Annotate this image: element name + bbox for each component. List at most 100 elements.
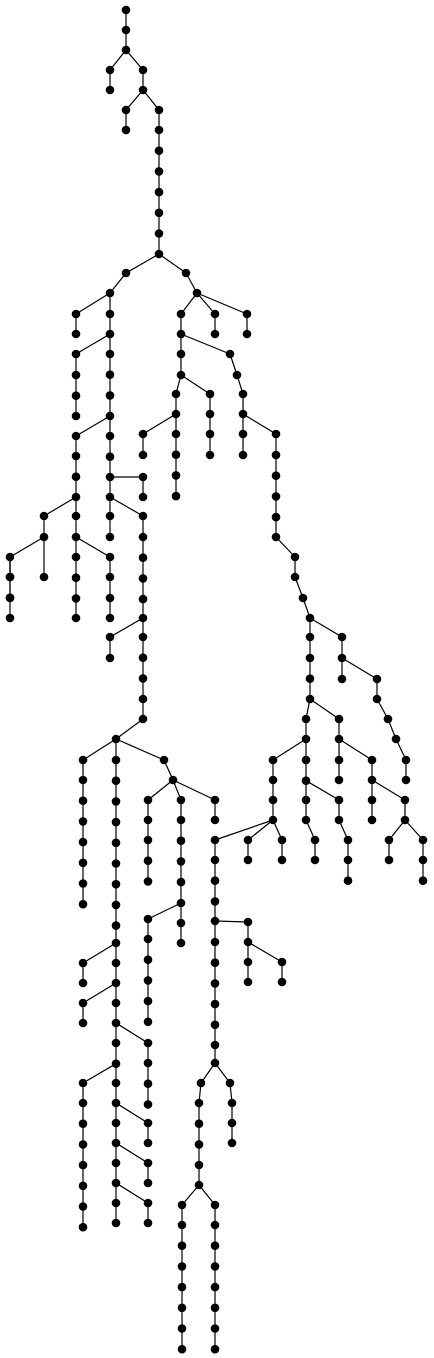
tree-node-107 bbox=[111, 1038, 121, 1048]
tree-node-161 bbox=[176, 329, 186, 339]
tree-node-8 bbox=[121, 125, 131, 135]
tree-node-83 bbox=[78, 879, 88, 888]
tree-node-197 bbox=[337, 653, 347, 663]
tree-edge-233 bbox=[371, 779, 406, 801]
tree-node-149 bbox=[143, 1017, 153, 1027]
tree-node-74 bbox=[138, 694, 148, 704]
tree-node-225 bbox=[343, 876, 353, 885]
tree-edge-18 bbox=[75, 292, 111, 315]
tree-edges bbox=[9, 10, 424, 1350]
tree-node-165 bbox=[171, 409, 181, 419]
tree-node-119 bbox=[143, 1118, 153, 1128]
tree-node-229 bbox=[334, 775, 344, 785]
tree-node-166 bbox=[138, 429, 148, 439]
tree-edge-268 bbox=[181, 1184, 200, 1206]
tree-node-181 bbox=[238, 450, 248, 460]
tree-node-158 bbox=[210, 329, 220, 339]
tree-edge-6 bbox=[125, 89, 144, 111]
tree-node-255 bbox=[210, 999, 220, 1009]
tree-node-73 bbox=[138, 674, 148, 683]
tree-node-31 bbox=[71, 431, 81, 441]
tree-node-177 bbox=[232, 370, 242, 380]
tree-node-284 bbox=[210, 1344, 220, 1354]
tree-node-80 bbox=[78, 817, 88, 826]
tree-node-248 bbox=[243, 957, 253, 967]
tree-node-126 bbox=[111, 1178, 121, 1188]
tree-edge-206 bbox=[272, 738, 307, 761]
tree-node-174 bbox=[205, 429, 215, 439]
tree-node-104 bbox=[143, 1058, 153, 1068]
tree-node-272 bbox=[177, 1262, 187, 1271]
tree-node-121 bbox=[111, 1118, 121, 1128]
tree-node-261 bbox=[227, 1118, 237, 1128]
tree-node-34 bbox=[71, 492, 81, 502]
tree-node-42 bbox=[5, 593, 15, 603]
tree-node-188 bbox=[290, 552, 300, 562]
tree-node-235 bbox=[400, 815, 410, 825]
tree-node-66 bbox=[138, 574, 148, 583]
tree-node-105 bbox=[143, 1079, 153, 1088]
tree-node-79 bbox=[78, 796, 88, 805]
tree-node-63 bbox=[138, 511, 148, 521]
tree-node-204 bbox=[401, 775, 411, 785]
tree-node-279 bbox=[210, 1241, 220, 1250]
tree-edge-109 bbox=[82, 1063, 117, 1084]
tree-node-112 bbox=[78, 1119, 88, 1128]
tree-node-208 bbox=[268, 775, 278, 785]
tree-edge-4 bbox=[125, 49, 144, 71]
tree-node-90 bbox=[111, 859, 121, 868]
tree-node-237 bbox=[384, 855, 394, 865]
tree-node-146 bbox=[143, 955, 153, 964]
tree-node-151 bbox=[176, 938, 186, 948]
tree-edge-195 bbox=[309, 617, 343, 638]
tree-edge-156 bbox=[196, 292, 216, 315]
tree-node-209 bbox=[268, 795, 278, 805]
tree-node-100 bbox=[78, 1018, 88, 1028]
tree-node-232 bbox=[367, 795, 377, 805]
tree-edge-151 bbox=[172, 779, 216, 801]
tree-node-45 bbox=[71, 511, 81, 521]
tree-node-136 bbox=[143, 856, 153, 865]
tree-edge-249 bbox=[247, 941, 283, 963]
tree-node-4 bbox=[105, 85, 115, 95]
tree-node-94 bbox=[111, 938, 121, 948]
tree-node-111 bbox=[78, 1098, 88, 1108]
tree-node-276 bbox=[177, 1344, 187, 1354]
tree-node-137 bbox=[143, 877, 153, 886]
tree-edge-171 bbox=[180, 374, 211, 395]
tree-node-12 bbox=[154, 167, 164, 176]
tree-node-114 bbox=[78, 1160, 88, 1170]
tree-node-56 bbox=[105, 452, 115, 462]
tree-node-178 bbox=[238, 389, 248, 399]
tree-node-89 bbox=[111, 838, 121, 848]
tree-edge-94 bbox=[82, 942, 117, 964]
tree-node-241 bbox=[210, 835, 220, 845]
tree-node-116 bbox=[78, 1202, 88, 1211]
tree-node-81 bbox=[78, 837, 88, 847]
tree-node-28 bbox=[105, 370, 115, 380]
tree-node-152 bbox=[210, 795, 220, 805]
tree-node-3 bbox=[105, 65, 115, 75]
tree-node-9 bbox=[154, 105, 164, 115]
tree-node-60 bbox=[105, 492, 115, 502]
tree-node-32 bbox=[71, 451, 81, 461]
tree-edge-240 bbox=[214, 819, 274, 841]
tree-node-164 bbox=[171, 389, 181, 399]
tree-node-216 bbox=[301, 776, 311, 785]
tree-node-236 bbox=[384, 835, 394, 845]
tree-node-65 bbox=[138, 553, 148, 562]
tree-node-53 bbox=[71, 594, 81, 603]
tree-node-55 bbox=[105, 431, 115, 441]
tree-node-240 bbox=[418, 876, 428, 885]
tree-node-61 bbox=[105, 511, 115, 521]
tree-node-280 bbox=[210, 1262, 220, 1271]
tree-node-147 bbox=[143, 976, 153, 985]
tree-node-183 bbox=[271, 450, 281, 460]
tree-node-222 bbox=[334, 815, 344, 825]
tree-node-203 bbox=[401, 755, 411, 765]
tree-node-88 bbox=[111, 817, 121, 827]
tree-node-143 bbox=[176, 898, 186, 908]
tree-node-117 bbox=[78, 1222, 88, 1232]
tree-edge-30 bbox=[75, 415, 111, 437]
tree-nodes bbox=[5, 5, 428, 1354]
